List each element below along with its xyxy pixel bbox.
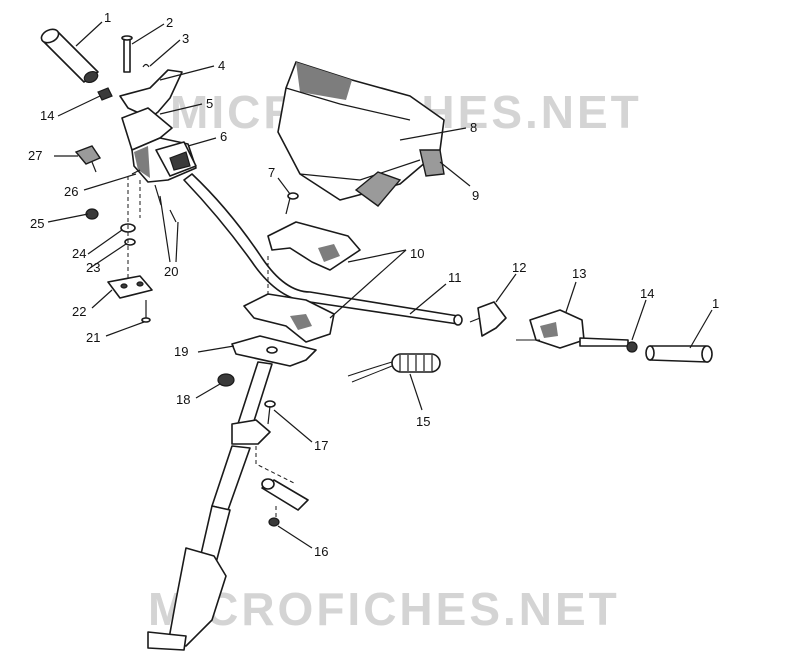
handlebar-pod [277,61,445,201]
callout-22: 22 [72,304,86,319]
callout-14-right: 14 [640,286,654,301]
callout-6: 6 [220,129,227,144]
callout-8: 8 [470,120,477,135]
callout-7: 7 [268,165,275,180]
callout-19: 19 [174,344,188,359]
callout-4: 4 [218,58,225,73]
throttle-housing [121,107,197,183]
callout-17: 17 [314,438,328,453]
callout-15: 15 [416,414,430,429]
upper-handlebar-clamp [267,221,361,271]
callout-1-right-grip: 1 [712,296,719,311]
clamp-bolt [285,192,299,215]
lock-washer [124,238,136,246]
column-bolt [264,400,276,425]
watermark-bottom: MICROFICHES.NET [148,583,620,635]
brake-switch [469,301,507,337]
callout-9: 9 [472,188,479,203]
callout-26: 26 [64,184,78,199]
callout-21: 21 [86,330,100,345]
hinge-pin [121,35,133,73]
callout-11: 11 [448,270,462,285]
steering-column [147,361,273,651]
leader-lines [47,21,713,549]
housing-screws [131,169,177,223]
brake-master-cylinder [516,309,629,349]
right-grip-end-cap [626,341,638,353]
callout-5: 5 [206,96,213,111]
left-grip-end-cap [97,87,113,101]
callout-24: 24 [72,246,86,261]
handlebar [183,173,463,326]
plate-screw [141,300,151,323]
bushing-nut [268,517,280,527]
callout-23: 23 [86,260,100,275]
callout-3: 3 [182,31,189,46]
callout-25: 25 [30,216,44,231]
callout-27: 27 [28,148,42,163]
callout-20: 20 [164,264,178,279]
callout-2: 2 [166,15,173,30]
callout-10: 10 [410,246,424,261]
callout-14-left: 14 [40,108,54,123]
steering-bushing [261,478,309,511]
callout-16: 16 [314,544,328,559]
left-handlebar-grip [40,28,99,84]
callout-1-left-grip: 1 [104,10,111,25]
callout-13: 13 [572,266,586,281]
callout-18: 18 [176,392,190,407]
kill-switch [74,145,102,173]
pod-bracket [354,149,445,207]
pin-clip [142,63,150,68]
throttle-lever [119,69,183,119]
grip-heater-coil [347,353,441,383]
lower-handlebar-clamp [243,293,335,343]
callout-12: 12 [512,260,526,275]
right-handlebar-grip [645,345,713,363]
steering-nut [217,373,235,387]
mount-plate [107,275,153,299]
